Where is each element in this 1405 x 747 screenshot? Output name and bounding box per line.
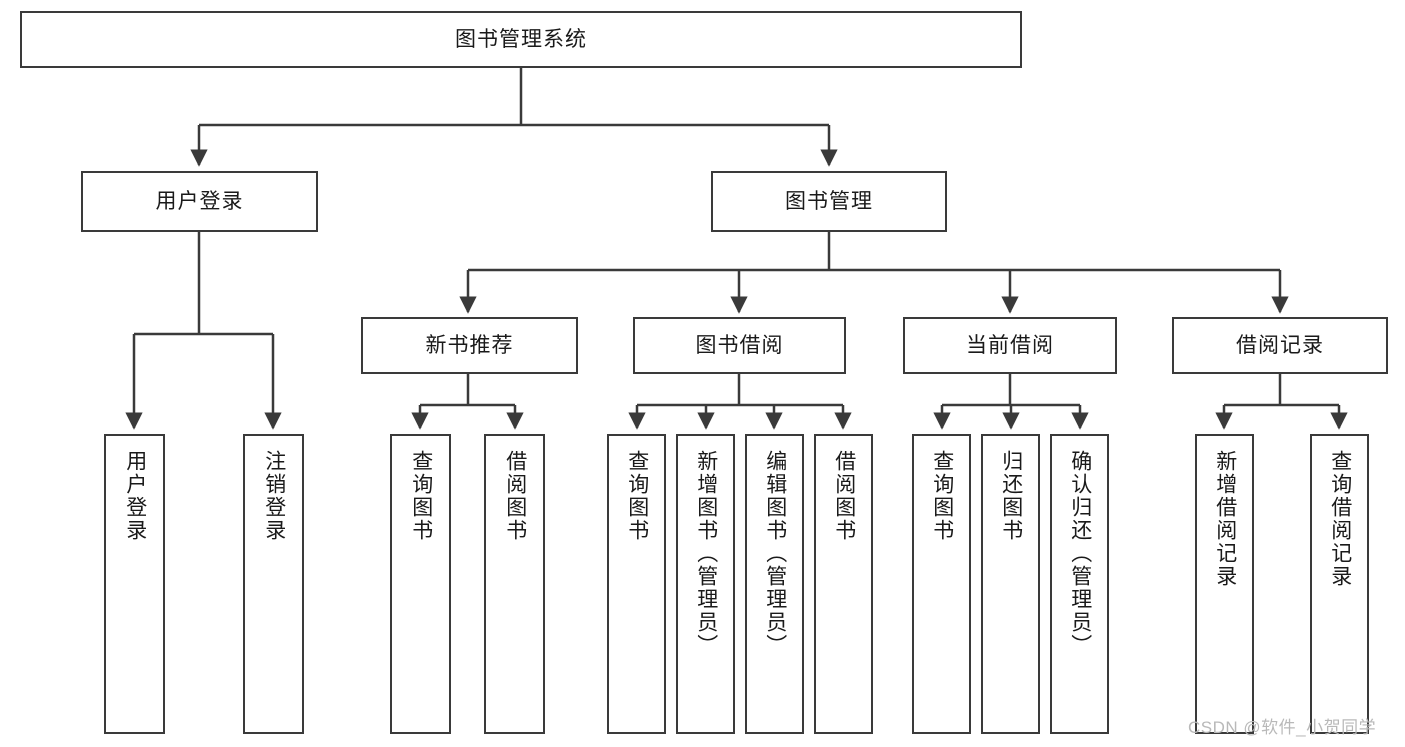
node-user-login[interactable]: 用户登录 (81, 171, 318, 232)
leaf-br-query-record[interactable]: 查询借阅记录 (1310, 434, 1369, 734)
node-borrow-record[interactable]: 借阅记录 (1172, 317, 1388, 374)
leaf-cb-return-book[interactable]: 归还图书 (981, 434, 1040, 734)
node-user-login-label: 用户登录 (155, 189, 244, 213)
node-book-manage[interactable]: 图书管理 (711, 171, 947, 232)
leaf-cb-query-book[interactable]: 查询图书 (912, 434, 971, 734)
node-book-manage-label: 图书管理 (785, 189, 873, 213)
leaf-bb-add-book[interactable]: 新增图书（管理员） (676, 434, 735, 734)
leaf-bb-borrow-book[interactable]: 借阅图书 (814, 434, 873, 734)
leaf-logout[interactable]: 注销登录 (243, 434, 304, 734)
leaf-bb-edit-book[interactable]: 编辑图书（管理员） (745, 434, 804, 734)
watermark: CSDN @软件_小贺同学 (1188, 718, 1377, 737)
node-new-book-recommend-label: 新书推荐 (425, 333, 514, 357)
leaf-bb-edit-book-label: 编辑图书（管理员） (763, 450, 787, 657)
leaf-nb-query-book-label: 查询图书 (409, 450, 433, 542)
leaf-bb-query-book[interactable]: 查询图书 (607, 434, 666, 734)
leaf-cb-confirm-return-label: 确认归还（管理员） (1068, 450, 1092, 657)
leaf-nb-borrow-book-label: 借阅图书 (503, 450, 527, 542)
node-borrow-record-label: 借阅记录 (1236, 333, 1324, 357)
node-root[interactable]: 图书管理系统 (20, 11, 1022, 68)
leaf-nb-query-book[interactable]: 查询图书 (390, 434, 451, 734)
leaf-br-add-record[interactable]: 新增借阅记录 (1195, 434, 1254, 734)
leaf-br-add-record-label: 新增借阅记录 (1213, 450, 1237, 588)
node-book-borrow[interactable]: 图书借阅 (633, 317, 846, 374)
leaf-cb-query-book-label: 查询图书 (930, 450, 954, 542)
leaf-bb-borrow-book-label: 借阅图书 (832, 450, 856, 542)
node-current-borrow[interactable]: 当前借阅 (903, 317, 1117, 374)
leaf-cb-return-book-label: 归还图书 (999, 450, 1023, 542)
node-book-borrow-label: 图书借阅 (695, 333, 784, 357)
leaf-logout-label: 注销登录 (262, 450, 286, 542)
leaf-user-login[interactable]: 用户登录 (104, 434, 165, 734)
node-root-label: 图书管理系统 (455, 27, 587, 51)
leaf-bb-query-book-label: 查询图书 (625, 450, 649, 542)
node-current-borrow-label: 当前借阅 (966, 333, 1054, 357)
leaf-nb-borrow-book[interactable]: 借阅图书 (484, 434, 545, 734)
leaf-br-query-record-label: 查询借阅记录 (1328, 450, 1352, 588)
leaf-bb-add-book-label: 新增图书（管理员） (694, 450, 718, 657)
node-new-book-recommend[interactable]: 新书推荐 (361, 317, 578, 374)
leaf-user-login-label: 用户登录 (123, 450, 147, 542)
leaf-cb-confirm-return[interactable]: 确认归还（管理员） (1050, 434, 1109, 734)
